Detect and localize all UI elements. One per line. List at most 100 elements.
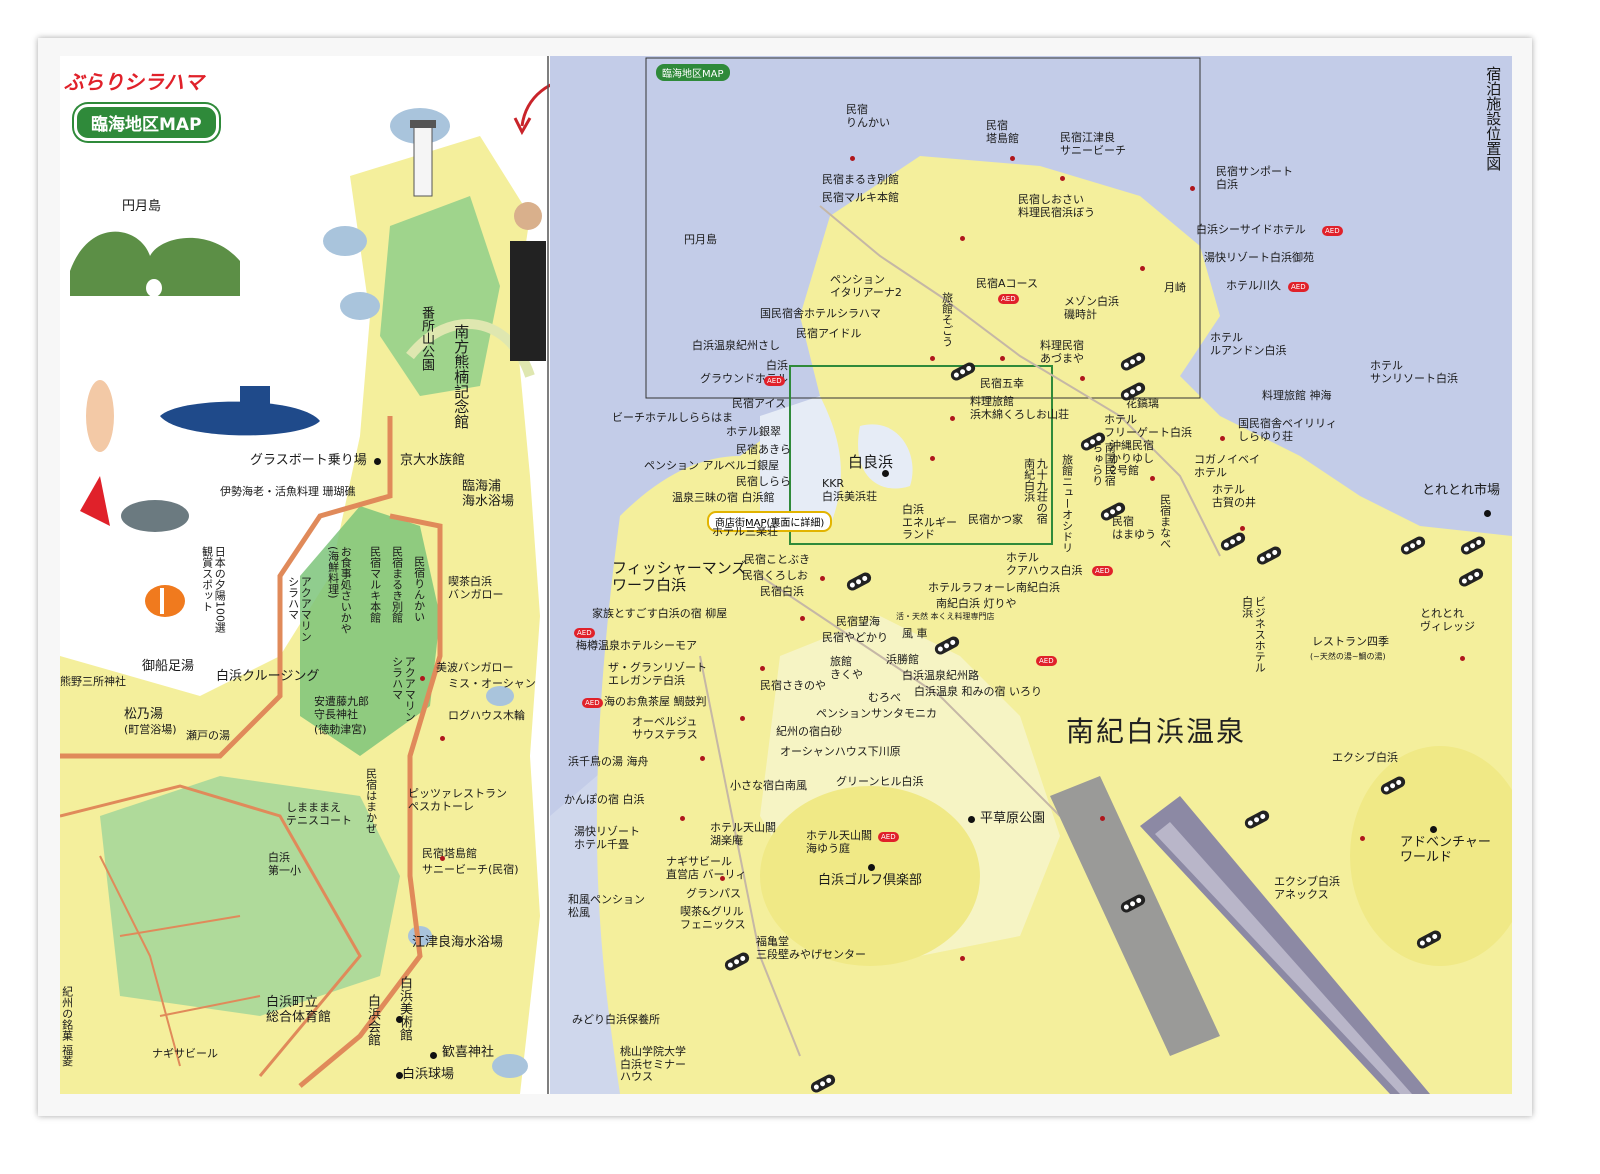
label-fisherman: フィッシャーマンズ ワーフ白浜	[612, 559, 747, 595]
label-taiikukan: 白浜町立 総合体育館	[266, 995, 332, 1025]
label-akira: 民宿あきら	[736, 443, 791, 456]
label-pizza: ピッツァレストラン ペスカトーレ	[408, 787, 507, 813]
label-nagisa: ナギサビール	[152, 1047, 218, 1060]
label-grandresort: ザ・グランリゾート エレガンテ白浜	[608, 661, 707, 687]
label-kuahaus: ホテル クアハウス白浜	[1006, 551, 1083, 577]
label-hamayu: 民宿 はまゆう	[1112, 515, 1156, 541]
poi-kankijinja	[430, 1052, 437, 1059]
left-panel-land	[60, 77, 662, 1094]
label-katsuya: 民宿かつ家	[968, 513, 1023, 526]
label-tobankan: 民宿 塔島館	[986, 119, 1019, 145]
label-kumano: 熊野三所神社	[60, 675, 126, 688]
label-kokumin-bayiliy: 国民宿舎ベイリリィ しらゆり荘	[1238, 417, 1337, 443]
label-idol: 民宿アイドル	[796, 327, 862, 340]
label-shiosai: 民宿しおさい 料理民宿浜ぼう	[1018, 193, 1095, 219]
label-laforet: ホテルラフォーレ南紀白浜	[928, 581, 1060, 594]
label-kachoushi: 花鎬璃	[1126, 397, 1159, 410]
label-ryokan-new: 旅館ニューオシドリ	[1060, 454, 1074, 553]
label-auberge: オーベルジュ サウステラス	[632, 715, 698, 741]
label-marukihonkan-r: 民宿マルキ本館	[822, 191, 899, 204]
label-ginza: ホテル銀翠	[726, 425, 781, 438]
label-hamasho: 浜勝館	[886, 653, 919, 666]
label-akariya: 南紀白浜 灯りや	[936, 597, 1017, 610]
label-ryori-azumaya: 料理民宿 あづまや	[1040, 339, 1084, 365]
label-ryokan-sokou: 旅館そごう	[940, 292, 954, 347]
label-nankoku: 南国民宿 ちゅらり	[1090, 442, 1117, 486]
label-engetsu: 円月島	[122, 199, 162, 214]
poi-golf	[868, 864, 875, 871]
label-adventure: アドベンチャー ワールド	[1400, 835, 1491, 865]
label-sunresort: ホテル サンリソート白浜	[1370, 359, 1458, 385]
right-panel-base	[550, 56, 1512, 1094]
label-mezon: メゾン白浜 磯時計	[1064, 295, 1119, 321]
poi-hirakusa	[968, 816, 975, 823]
label-sanraku: ホテル三楽荘	[712, 525, 778, 538]
label-sangoshou: 伊勢海老・活魚料理 珊瑚礁	[220, 485, 356, 498]
label-kkr: KKR 白浜美浜荘	[822, 477, 877, 503]
label-shirara: 民宿しらら	[736, 475, 791, 488]
label-hamakaze: 民宿はまかぜ	[364, 768, 378, 834]
label-kanpo: かんぽの宿 白浜	[564, 793, 645, 806]
label-sugosu: 家族とすごす白浜の宿 柳屋	[592, 607, 728, 620]
label-shimamae: しまままえ テニスコート	[286, 801, 352, 827]
label-toreto-ichiba: とれとれ市場	[1422, 483, 1501, 498]
left-map-title: 臨海地区MAP	[74, 104, 219, 141]
label-marukibetsukan: 民宿まるき別館	[822, 173, 899, 186]
label-osakana: 海のお魚茶屋 鯛鼓判	[604, 695, 707, 708]
label-yuhi: 日本の夕陽100選 観賞スポット	[200, 546, 227, 633]
label-aquamarine: アクアマリン シラハマ	[286, 576, 313, 642]
poi-kyujo	[396, 1072, 403, 1079]
label-chisana: 小さな宿白南風	[730, 779, 807, 792]
label-italiana: ペンション イタリアーナ2	[830, 273, 902, 299]
label-kohaku: ホテル 古賀の井	[1212, 483, 1256, 509]
label-momoyama: 桃山学院大学 白浜セミナー ハウス	[620, 1045, 686, 1084]
label-okinawa: 沖縄民宿 かりゆし 2号館	[1110, 439, 1154, 478]
label-kissa: 喫茶白浜 バンガロー	[448, 575, 504, 601]
label-yadogari: 民宿やどかり	[822, 631, 888, 644]
label-setonoyu: 瀬戸の湯	[186, 729, 230, 742]
inset-map-badge: 臨海地区MAP	[656, 64, 730, 81]
label-granpas: グランパス	[686, 887, 741, 900]
label-koganoi: コガノイベイ ホテル	[1194, 453, 1260, 479]
map-frame: ぶらりシラハマ 臨海地区MAP 円月島 番所山公園 南方熊楠記念館 グラスボート…	[38, 38, 1532, 1116]
side-title: 宿泊施設位置図	[1484, 66, 1503, 171]
label-kishuji: 白浜温泉紀州路	[902, 669, 979, 682]
label-shirarahama: 白良浜	[848, 453, 894, 471]
label-gosenashi: 御船足湯	[142, 659, 195, 674]
label-acourse: 民宿Aコース	[976, 277, 1038, 290]
label-matsunoyu-sub: (町営浴場)	[124, 723, 177, 736]
label-kankijinja: 歓喜神社	[442, 1045, 495, 1060]
label-kawakyu: ホテル川久	[1226, 279, 1281, 292]
label-engetsu-r: 円月島	[684, 233, 717, 246]
poi-shirarahama	[882, 470, 889, 477]
label-greenhill: グリーンヒル白浜	[836, 775, 924, 788]
label-missocean: ミス・オーシャン	[448, 677, 536, 690]
label-ringkai: 民宿りんかい	[412, 556, 426, 622]
label-midori: みどり白浜保養所	[572, 1013, 660, 1026]
label-seamoa: 梅樽温泉ホテルシーモア	[576, 639, 697, 652]
label-exiv: エクシブ白浜	[1332, 751, 1398, 764]
label-minakata: 南方熊楠記念館	[452, 324, 471, 429]
label-albergo: ペンション アルベルゴ銀屋	[644, 459, 780, 472]
label-glassboat: グラスボート乗り場	[250, 453, 367, 468]
area-title-nanki: 南紀白浜温泉	[1066, 715, 1247, 748]
label-etsura: 江津良海水浴場	[412, 935, 504, 950]
label-toreto-village: とれとれ ヴィレッジ	[1420, 607, 1475, 633]
label-sunny: サニービーチ(民宿)	[422, 863, 519, 876]
label-fuguruma: 風 車	[902, 627, 928, 640]
label-kishu: 紀州の銘菓 福菱	[60, 986, 74, 1067]
label-rlandon: ホテル ルアンドン白浜	[1210, 331, 1287, 357]
label-fukukame: 福亀堂 三段壁みやげセンター	[756, 935, 866, 961]
label-seaside: 白浜シーサイドホテル	[1196, 223, 1306, 236]
label-energy: 白浜 エネルギー ランド	[902, 503, 957, 542]
shop-map-tag: 商店街MAP(裏面に詳細)	[707, 511, 833, 532]
label-kyujo: 白浜球場	[402, 1067, 455, 1082]
brand-logo: ぶらりシラハマ	[64, 70, 204, 94]
label-mamanabe: 民宿まなべ	[1158, 494, 1172, 549]
label-kotobuki: 民宿ことぶき	[744, 553, 810, 566]
label-aquamarine-2: アクアマリン シラハマ	[390, 656, 417, 722]
label-marukihonkan: 民宿マルキ本館	[368, 546, 382, 623]
label-hamachidori: 浜千鳥の湯 海舟	[568, 755, 649, 768]
label-tsukizaki: 月崎	[1164, 281, 1186, 294]
label-matsunoyu: 松乃湯	[124, 707, 164, 722]
